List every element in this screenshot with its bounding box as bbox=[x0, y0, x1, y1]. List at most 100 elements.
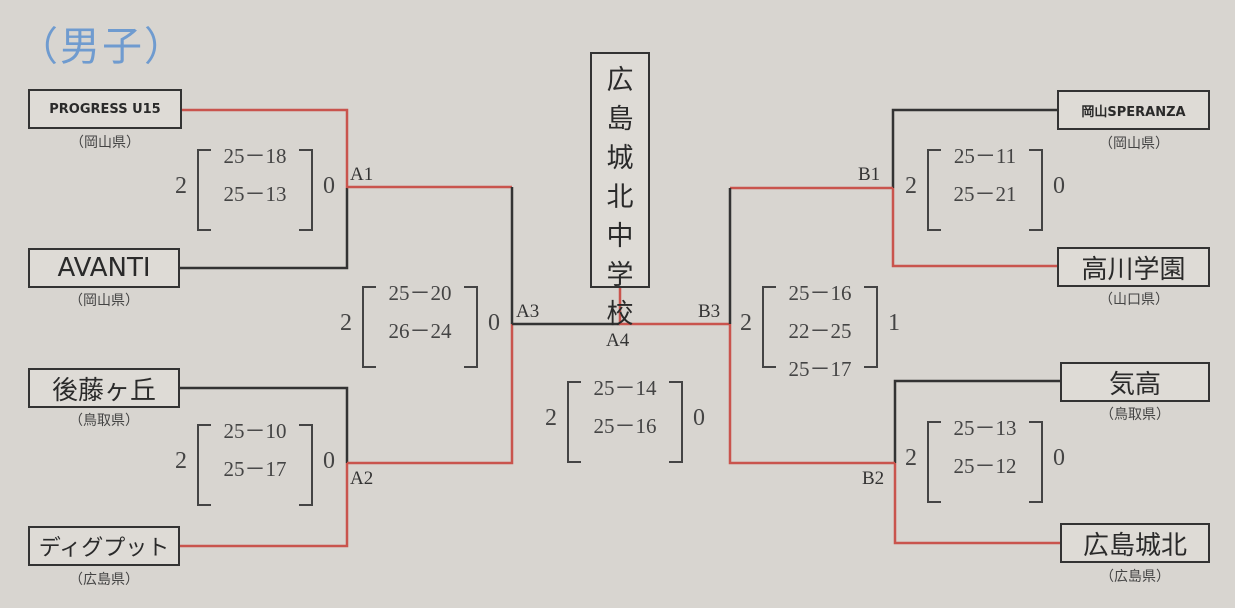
bracket-right bbox=[669, 381, 683, 463]
set-score: 25－16 bbox=[788, 281, 852, 305]
score-b1: 2 25－11 25－21 0 bbox=[905, 144, 1065, 231]
team-box-hiroshima-johoku: 広島城北 bbox=[1060, 523, 1210, 563]
team-box-gotogaoka: 後藤ヶ丘 bbox=[28, 368, 180, 408]
set-score: 25－18 bbox=[223, 144, 287, 168]
set-score: 25－14 bbox=[593, 376, 657, 400]
score-a3: 2 25－20 26－24 0 bbox=[340, 281, 500, 368]
set-score: 25－17 bbox=[788, 357, 852, 381]
bracket-left bbox=[197, 424, 211, 506]
bracket-left bbox=[197, 149, 211, 231]
sets-won-left: 2 bbox=[740, 310, 752, 336]
set-score: 25－13 bbox=[223, 182, 287, 206]
score-a1: 2 25－18 25－13 0 bbox=[175, 144, 335, 231]
set-scores: 25－10 25－17 bbox=[213, 412, 297, 488]
match-label-b2: B2 bbox=[862, 468, 885, 489]
team-pref: （岡山県） bbox=[69, 293, 139, 309]
team-pref: （鳥取県） bbox=[1100, 407, 1170, 423]
line-b2 bbox=[728, 324, 895, 465]
team-box-takagawa-gakuen: 高川学園 bbox=[1057, 247, 1210, 287]
bracket-right bbox=[464, 286, 478, 368]
line-gotogaoka bbox=[180, 386, 349, 463]
sets-won-left: 2 bbox=[175, 448, 187, 474]
match-label-a1: A1 bbox=[350, 164, 374, 185]
sets-won-left: 2 bbox=[905, 445, 917, 471]
set-scores: 25－18 25－13 bbox=[213, 137, 297, 213]
sets-won-right: 0 bbox=[1053, 173, 1065, 199]
bracket-left bbox=[927, 149, 941, 231]
match-label-a3: A3 bbox=[516, 301, 540, 322]
set-score: 26－24 bbox=[388, 319, 452, 343]
sets-won-right: 1 bbox=[888, 310, 900, 336]
set-scores: 25－16 22－25 25－17 bbox=[778, 274, 862, 388]
line-ketaka bbox=[893, 379, 1060, 463]
score-b2: 2 25－13 25－12 0 bbox=[905, 416, 1065, 503]
set-score: 25－21 bbox=[953, 182, 1017, 206]
bracket-right bbox=[299, 424, 313, 506]
champion-char: 学 bbox=[606, 260, 634, 291]
line-avanti bbox=[180, 188, 349, 270]
line-takagawa bbox=[891, 188, 1057, 268]
team-box-progress-u15: PROGRESS U15 bbox=[28, 89, 182, 129]
match-label-b3: B3 bbox=[698, 301, 721, 322]
bracket-title: （男子） bbox=[18, 24, 186, 70]
sets-won-right: 0 bbox=[693, 405, 705, 431]
score-b3: 2 25－16 22－25 25－17 1 bbox=[740, 281, 900, 381]
set-score: 25－10 bbox=[223, 419, 287, 443]
team-box-ketaka: 気高 bbox=[1060, 362, 1210, 402]
champion-box: 広 島 城 北 中 学 校 bbox=[590, 52, 650, 330]
match-label-a4: A4 bbox=[606, 330, 630, 351]
team-box-avanti: AVANTI bbox=[28, 248, 180, 288]
line-progress bbox=[182, 108, 349, 188]
set-scores: 25－11 25－21 bbox=[943, 137, 1027, 213]
team-pref: （岡山県） bbox=[1099, 136, 1169, 152]
bracket-right bbox=[1029, 421, 1043, 503]
score-a2: 2 25－10 25－17 0 bbox=[175, 419, 335, 506]
bracket-left bbox=[362, 286, 376, 368]
bracket-right bbox=[299, 149, 313, 231]
sets-won-left: 2 bbox=[905, 173, 917, 199]
set-score: 25－11 bbox=[953, 144, 1017, 168]
set-score: 25－12 bbox=[953, 454, 1017, 478]
sets-won-right: 0 bbox=[323, 173, 335, 199]
match-label-a2: A2 bbox=[350, 468, 374, 489]
sets-won-right: 0 bbox=[323, 448, 335, 474]
team-pref: （岡山県） bbox=[70, 135, 140, 151]
bracket-left bbox=[927, 421, 941, 503]
team-pref: （広島県） bbox=[69, 572, 139, 588]
bracket-right bbox=[864, 286, 878, 368]
set-score: 22－25 bbox=[788, 319, 852, 343]
champion-char: 島 bbox=[606, 104, 634, 135]
score-a4: 2 25－14 25－16 0 bbox=[545, 376, 705, 463]
match-label-b1: B1 bbox=[858, 164, 881, 185]
team-pref: （広島県） bbox=[1100, 569, 1170, 585]
set-score: 25－13 bbox=[953, 416, 1017, 440]
sets-won-right: 0 bbox=[1053, 445, 1065, 471]
champion-char: 北 bbox=[606, 182, 634, 213]
sets-won-left: 2 bbox=[340, 310, 352, 336]
set-score: 25－17 bbox=[223, 457, 287, 481]
sets-won-left: 2 bbox=[545, 405, 557, 431]
team-pref: （鳥取県） bbox=[69, 413, 139, 429]
set-score: 25－20 bbox=[388, 281, 452, 305]
champion-char: 城 bbox=[606, 143, 634, 174]
champion-char: 広 bbox=[606, 65, 634, 96]
bracket-right bbox=[1029, 149, 1043, 231]
line-digput bbox=[180, 463, 349, 548]
set-scores: 25－13 25－12 bbox=[943, 409, 1027, 485]
bracket-left bbox=[567, 381, 581, 463]
team-box-digput: ディグプット bbox=[28, 526, 180, 566]
sets-won-left: 2 bbox=[175, 173, 187, 199]
set-scores: 25－14 25－16 bbox=[583, 369, 667, 445]
champion-char: 校 bbox=[606, 299, 634, 330]
line-a2 bbox=[347, 324, 514, 465]
set-score: 25－16 bbox=[593, 414, 657, 438]
bracket-left bbox=[762, 286, 776, 368]
line-speranza bbox=[891, 108, 1057, 188]
champion-char: 中 bbox=[606, 221, 634, 252]
set-scores: 25－20 26－24 bbox=[378, 274, 462, 350]
sets-won-right: 0 bbox=[488, 310, 500, 336]
team-pref: （山口県） bbox=[1099, 292, 1169, 308]
line-hiroshimajohoku bbox=[893, 463, 1060, 545]
line-champion bbox=[618, 288, 730, 326]
